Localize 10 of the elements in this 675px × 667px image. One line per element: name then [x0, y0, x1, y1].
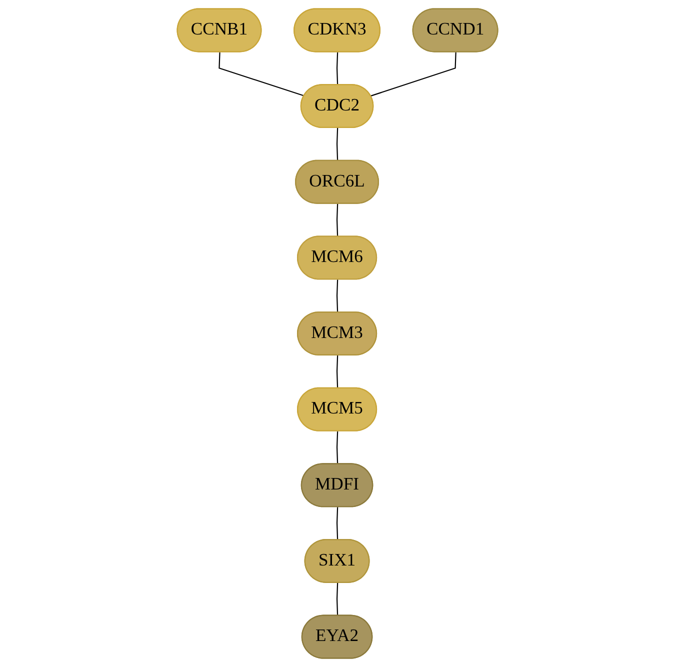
connector — [336, 355, 338, 388]
connector — [336, 431, 338, 464]
connector — [336, 128, 338, 161]
connector — [218, 52, 305, 96]
connector — [370, 52, 456, 96]
connector — [336, 507, 338, 540]
connector — [336, 582, 338, 616]
connector — [336, 52, 338, 86]
connector — [336, 280, 338, 313]
connector — [336, 204, 338, 237]
